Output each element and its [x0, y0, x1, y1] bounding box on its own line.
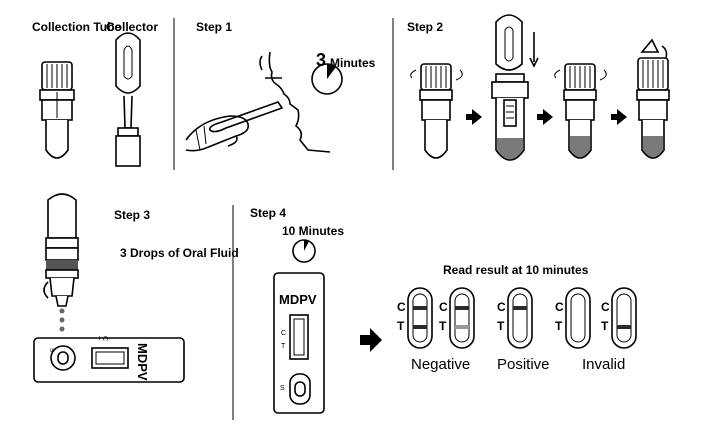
step4-timer-icon [292, 239, 316, 263]
arrow-right-icon [360, 328, 382, 352]
step1-time-value: 3 [316, 50, 327, 70]
cassette-t-rotated: T [93, 336, 100, 341]
pos-t-label: T [497, 319, 505, 333]
inv2-t-label: T [601, 319, 609, 333]
step3-label: Step 3 [114, 208, 151, 222]
neg1-t-label: T [397, 319, 405, 333]
invalid-label: Invalid [582, 356, 626, 373]
step2-tube-open-icon [410, 63, 463, 159]
collector-swab-icon [115, 32, 141, 167]
collector-label: Collector [106, 20, 159, 34]
result-invalid-1 [565, 287, 591, 349]
arrow-right-icon [537, 109, 553, 125]
negative-label: Negative [411, 356, 471, 373]
cassette-name-rotated: MDPV [135, 343, 150, 381]
step3-test-cassette-icon [33, 337, 185, 383]
inv2-c-label: C [601, 300, 610, 314]
neg2-t-label: T [439, 319, 447, 333]
step3-dropper-icon [43, 193, 79, 332]
step1-face-swab-icon [185, 51, 331, 153]
collection-tube-icon [39, 61, 75, 159]
step2-label: Step 2 [407, 20, 444, 34]
neg1-c-label: C [397, 300, 406, 314]
step4-test-cassette-icon [273, 272, 325, 414]
step1-label: Step 1 [196, 20, 233, 34]
step3-drops-label: 3 Drops of Oral Fluid [120, 246, 239, 260]
step1-time-unit: Minutes [330, 56, 376, 70]
result-invalid-2 [611, 287, 637, 349]
inv1-c-label: C [555, 300, 564, 314]
device-s-label: S [280, 385, 285, 392]
device-t-label: T [281, 343, 286, 350]
step2-remove-cap-icon [636, 38, 670, 159]
step1-timer-icon [311, 63, 343, 95]
arrow-right-icon [466, 109, 482, 125]
result-negative-2 [449, 287, 475, 349]
device-name-label: MDPV [279, 292, 317, 307]
step4-time-label: 10 Minutes [282, 224, 345, 238]
collection-tube-label: Collection Tube [32, 20, 122, 34]
result-positive [507, 287, 533, 349]
inv1-t-label: T [555, 319, 563, 333]
step2-insert-swab-icon [491, 14, 539, 161]
cassette-s-rotated: S [48, 348, 54, 353]
device-c-label: C [281, 330, 287, 337]
result-negative-1 [407, 287, 433, 349]
step4-label: Step 4 [250, 206, 287, 220]
arrow-right-icon [611, 109, 627, 125]
step2-close-tube-icon [554, 63, 607, 159]
positive-label: Positive [497, 356, 550, 373]
neg2-c-label: C [439, 300, 448, 314]
cassette-c-rotated: C [101, 336, 108, 342]
pos-c-label: C [497, 300, 506, 314]
read-result-heading: Read result at 10 minutes [443, 263, 589, 277]
